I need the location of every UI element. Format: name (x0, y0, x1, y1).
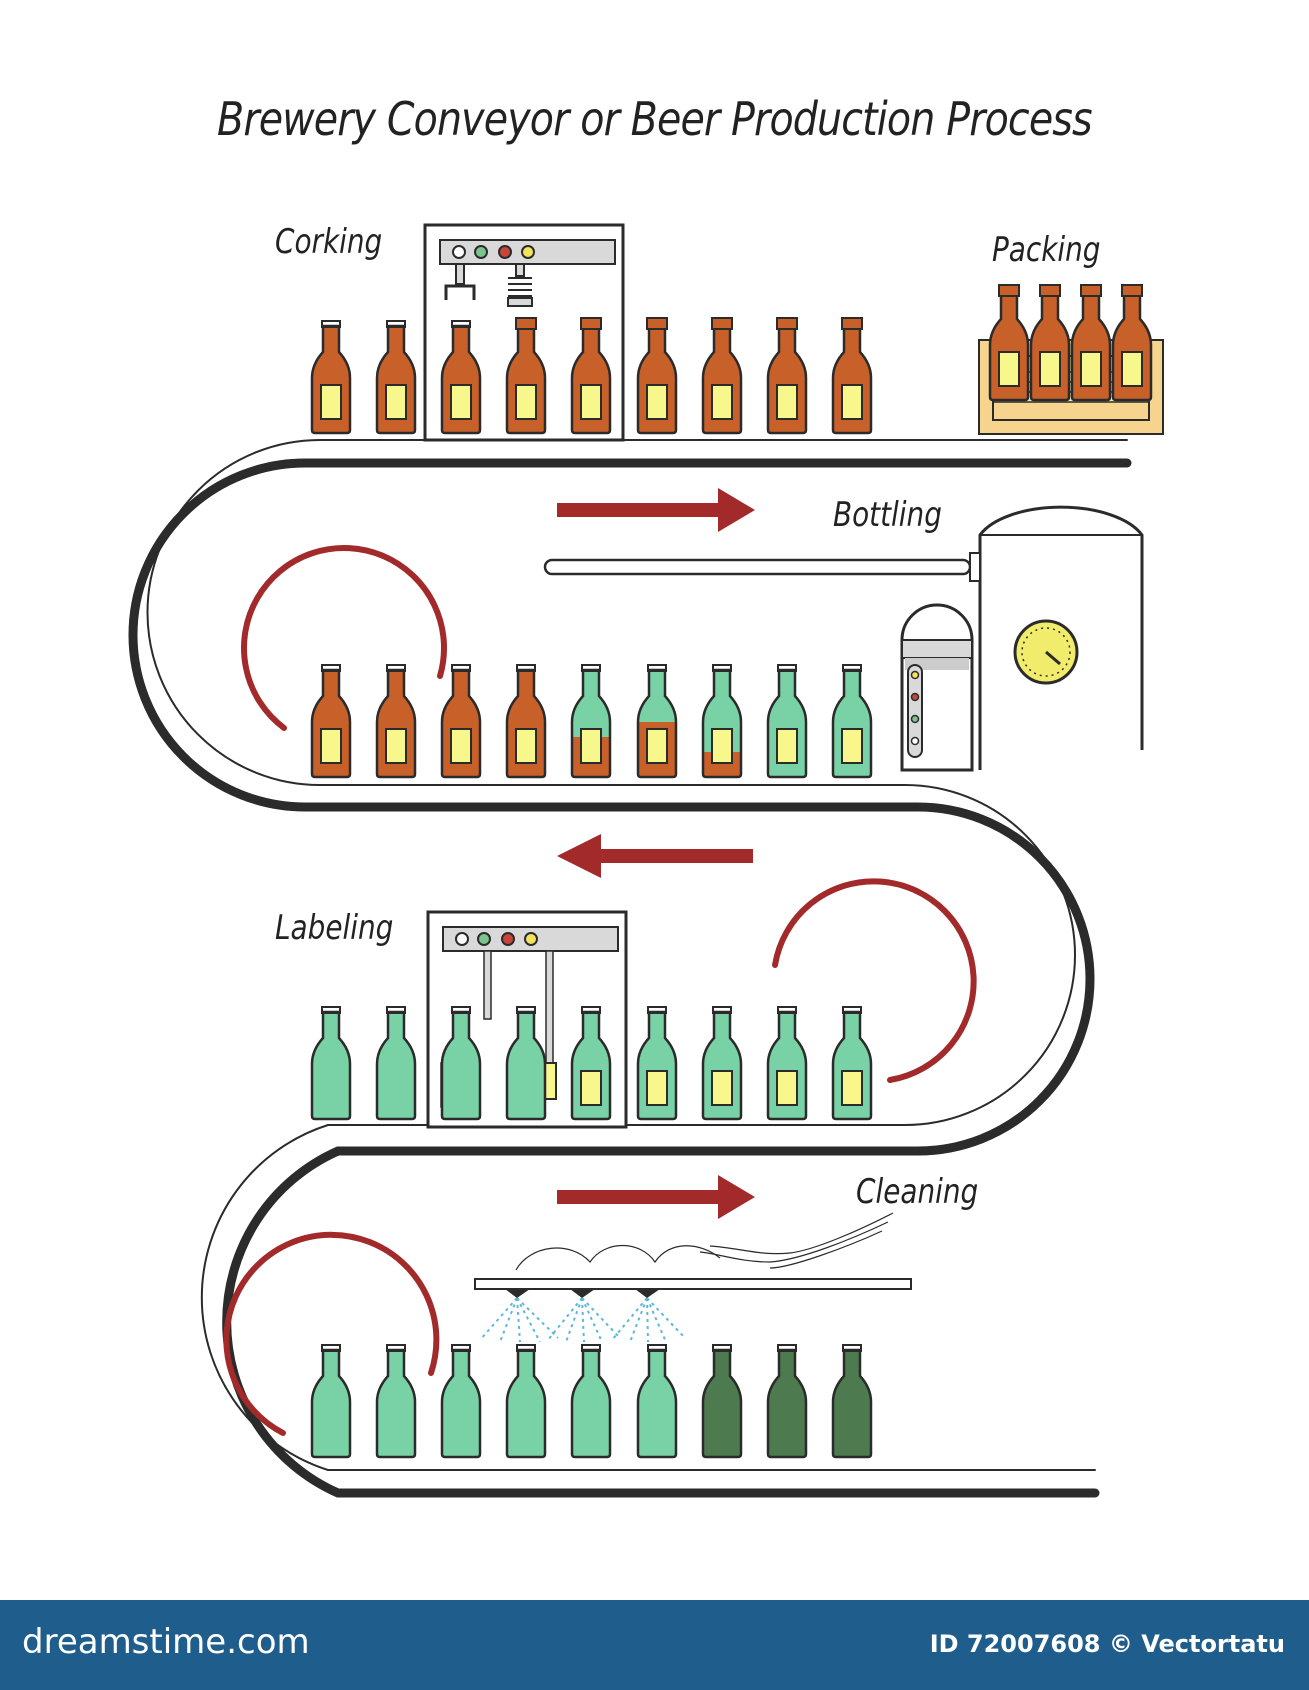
bottle-icon (505, 1006, 547, 1121)
bottle-icon (766, 317, 808, 435)
bottle-icon (636, 664, 678, 779)
bottle-icon (636, 1344, 678, 1459)
bottle-icon (766, 1344, 808, 1459)
bottle-icon (701, 664, 743, 779)
stage-label-packing: Packing (992, 230, 1101, 270)
bottle-icon (701, 1344, 743, 1459)
conveyor-belt (128, 439, 1132, 1498)
stage-label-corking: Corking (275, 222, 383, 262)
rotation-arcs (223, 545, 977, 1436)
bottle-icon (766, 1006, 808, 1121)
bottle-icon (570, 317, 612, 435)
belt-outer (128, 458, 1132, 1498)
cleaning-spray (474, 1212, 912, 1343)
bottle-icon (375, 1344, 417, 1459)
footer-image-id: ID 72007608 © Vectortatu (929, 1630, 1285, 1658)
bottle-icon (831, 317, 873, 435)
bottle-icon (440, 1344, 482, 1459)
bottle-icon (1029, 284, 1071, 402)
bottle-icon (701, 317, 743, 435)
direction-arrows (557, 488, 755, 1219)
bottle-icon (636, 317, 678, 435)
footer-brand-logo[interactable]: dreamstime.com (22, 1622, 310, 1662)
stage-label-bottling: Bottling (833, 495, 942, 535)
bottle-icon (636, 1006, 678, 1121)
bottle-icon (701, 1006, 743, 1121)
bottle-icon (310, 664, 352, 779)
belt-inner (146, 439, 1128, 1471)
bottle-icon (570, 664, 612, 779)
bottle-icon (440, 1006, 482, 1121)
bottle-icon (310, 1006, 352, 1121)
bottle-icon (831, 664, 873, 779)
bottle-icon (505, 1344, 547, 1459)
bottle-icon (310, 1344, 352, 1459)
bottle-icon (1070, 284, 1112, 402)
conveyor-diagram (128, 223, 1164, 1498)
bottle-icon (440, 664, 482, 779)
bottle-icon (570, 1344, 612, 1459)
bottling-tank (543, 505, 1144, 772)
bottle-icon (505, 664, 547, 779)
bottle-icon (1111, 284, 1153, 402)
bottle-icon (988, 284, 1030, 402)
stage-label-cleaning: Cleaning (856, 1172, 979, 1212)
bottle-icon (831, 1006, 873, 1121)
arrow-right-icon (557, 1175, 755, 1219)
bottle-icon (831, 1344, 873, 1459)
arrow-right-icon (557, 488, 755, 532)
bottle-icon (505, 317, 547, 435)
bottle-icon (375, 664, 417, 779)
bottles (310, 284, 1153, 1459)
footer-bar: dreamstime.com ID 72007608 © Vectortatu (0, 1600, 1309, 1690)
conveyor-artwork (128, 223, 1164, 1498)
bottle-icon (766, 664, 808, 779)
bottle-icon (375, 1006, 417, 1121)
bottle-icon (570, 1006, 612, 1121)
bottle-icon (375, 320, 417, 435)
page-title: Brewery Conveyor or Beer Production Proc… (217, 92, 1093, 146)
arrow-left-icon (557, 834, 753, 878)
bottle-icon (440, 320, 482, 435)
bottle-icon (310, 320, 352, 435)
stage-label-labeling: Labeling (275, 908, 394, 948)
